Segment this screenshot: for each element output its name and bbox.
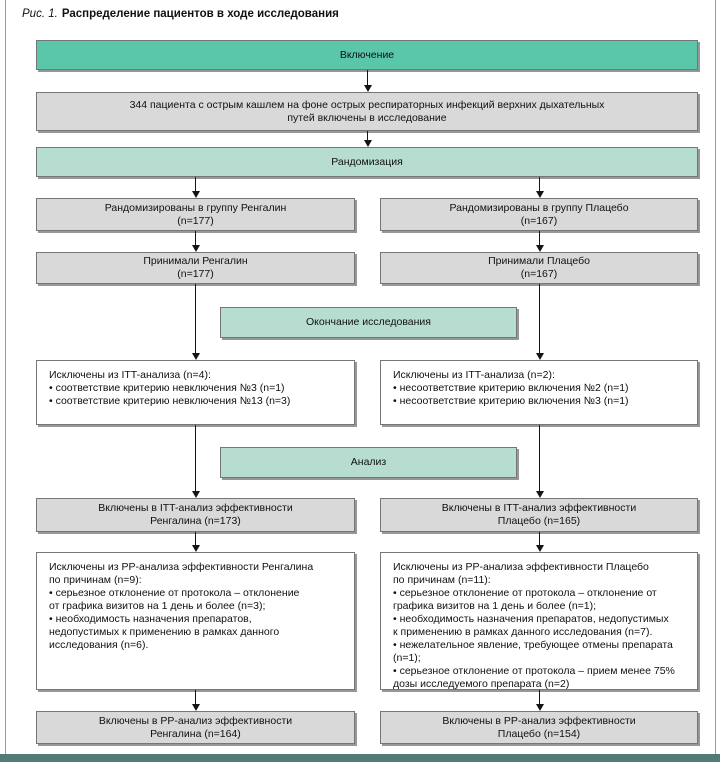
figure-title: Распределение пациентов в ходе исследова…	[61, 8, 339, 20]
flow-node-randomized-rengalin: Рандомизированы в группу Ренгалин (n=177…	[36, 198, 355, 231]
flow-node-pp-excluded-placebo: Исключены из PP-анализа эффективности Пл…	[380, 552, 698, 690]
footer-band	[0, 754, 720, 762]
flow-node-randomized-placebo: Рандомизированы в группу Плацебо (n=167)	[380, 198, 698, 231]
flow-node-received-rengalin: Принимали Ренгалин (n=177)	[36, 252, 355, 284]
flow-node-enrolled: 344 пациента с острым кашлем на фоне ост…	[36, 92, 698, 131]
arrow-itt-included-to-pp-excluded-placebo	[535, 532, 544, 552]
arrow-itt-excluded-to-itt-included-placebo	[535, 425, 544, 498]
arrow-rengalin-to-received	[191, 231, 200, 252]
flow-node-randomization: Рандомизация	[36, 147, 698, 177]
arrow-randomization-to-rengalin	[191, 177, 200, 198]
flow-node-received-placebo: Принимали Плацебо (n=167)	[380, 252, 698, 284]
arrow-enrolled-to-randomization	[363, 131, 372, 147]
flow-node-itt-excluded-rengalin: Исключены из ITT-анализа (n=4): • соотве…	[36, 360, 355, 425]
flow-node-pp-excluded-rengalin: Исключены из PP-анализа эффективности Ре…	[36, 552, 355, 690]
page-border-left	[5, 0, 6, 754]
arrow-received-placebo-to-itt-excluded	[535, 284, 544, 360]
arrow-pp-excluded-to-pp-included-rengalin	[191, 690, 200, 711]
flow-node-itt-included-placebo: Включены в ITT-анализ эффективности Плац…	[380, 498, 698, 532]
arrow-inclusion-to-enrolled	[363, 70, 372, 92]
figure-number: Рис. 1.	[22, 8, 58, 20]
flow-node-inclusion: Включение	[36, 40, 698, 70]
flow-node-pp-included-rengalin: Включены в PP-анализ эффективности Ренга…	[36, 711, 355, 744]
arrow-itt-included-to-pp-excluded-rengalin	[191, 532, 200, 552]
flow-node-itt-included-rengalin: Включены в ITT-анализ эффективности Ренг…	[36, 498, 355, 532]
arrow-randomization-to-placebo	[535, 177, 544, 198]
flow-node-analysis: Анализ	[220, 447, 517, 478]
figure-caption: Рис. 1.Распределение пациентов в ходе ис…	[22, 8, 339, 20]
arrow-pp-excluded-to-pp-included-placebo	[535, 690, 544, 711]
arrow-itt-excluded-to-itt-included-rengalin	[191, 425, 200, 498]
flow-node-itt-excluded-placebo: Исключены из ITT-анализа (n=2): • несоот…	[380, 360, 698, 425]
flow-node-study-end: Окончание исследования	[220, 307, 517, 338]
arrow-placebo-to-received	[535, 231, 544, 252]
arrow-received-rengalin-to-itt-excluded	[191, 284, 200, 360]
page-border-right	[715, 0, 716, 754]
flow-node-pp-included-placebo: Включены в PP-анализ эффективности Плаце…	[380, 711, 698, 744]
